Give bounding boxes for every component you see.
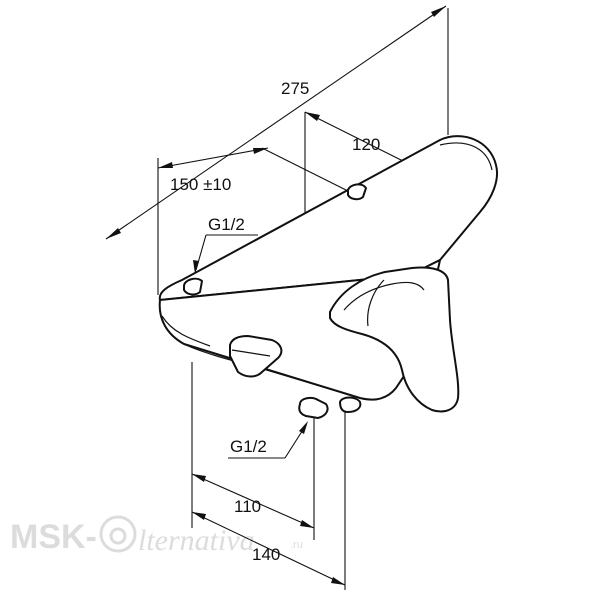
dim-label-g12-top: G1/2: [208, 215, 245, 234]
dim-label-275: 275: [281, 79, 309, 98]
watermark-prefix: MSK-: [10, 518, 97, 556]
spout-outlet: [298, 396, 362, 419]
dim-label-120: 120: [352, 135, 380, 154]
dimension-150: 150 ±10: [157, 147, 269, 194]
at-sign-icon: [99, 515, 137, 553]
dim-label-g12-bottom: G1/2: [230, 437, 267, 456]
watermark-suffix: .ru: [290, 539, 303, 551]
inlet-right: [347, 183, 367, 201]
dim-label-150: 150 ±10: [170, 175, 231, 194]
watermark-script: lternativa: [138, 524, 255, 557]
dimension-275: 275: [105, 5, 447, 240]
dim-label-110: 110: [234, 497, 261, 516]
lever-handle: [329, 266, 460, 413]
dimension-110: 110: [191, 473, 315, 529]
dim-label-140: 140: [252, 545, 280, 564]
watermark-logo: MSK- lternativa .ru: [10, 515, 303, 557]
control-button: [229, 335, 283, 378]
dimension-140: 140: [191, 511, 346, 586]
leader-g12-top: G1/2: [193, 215, 258, 274]
leader-g12-bottom: G1/2: [228, 421, 308, 459]
inlet-left: [183, 277, 203, 296]
